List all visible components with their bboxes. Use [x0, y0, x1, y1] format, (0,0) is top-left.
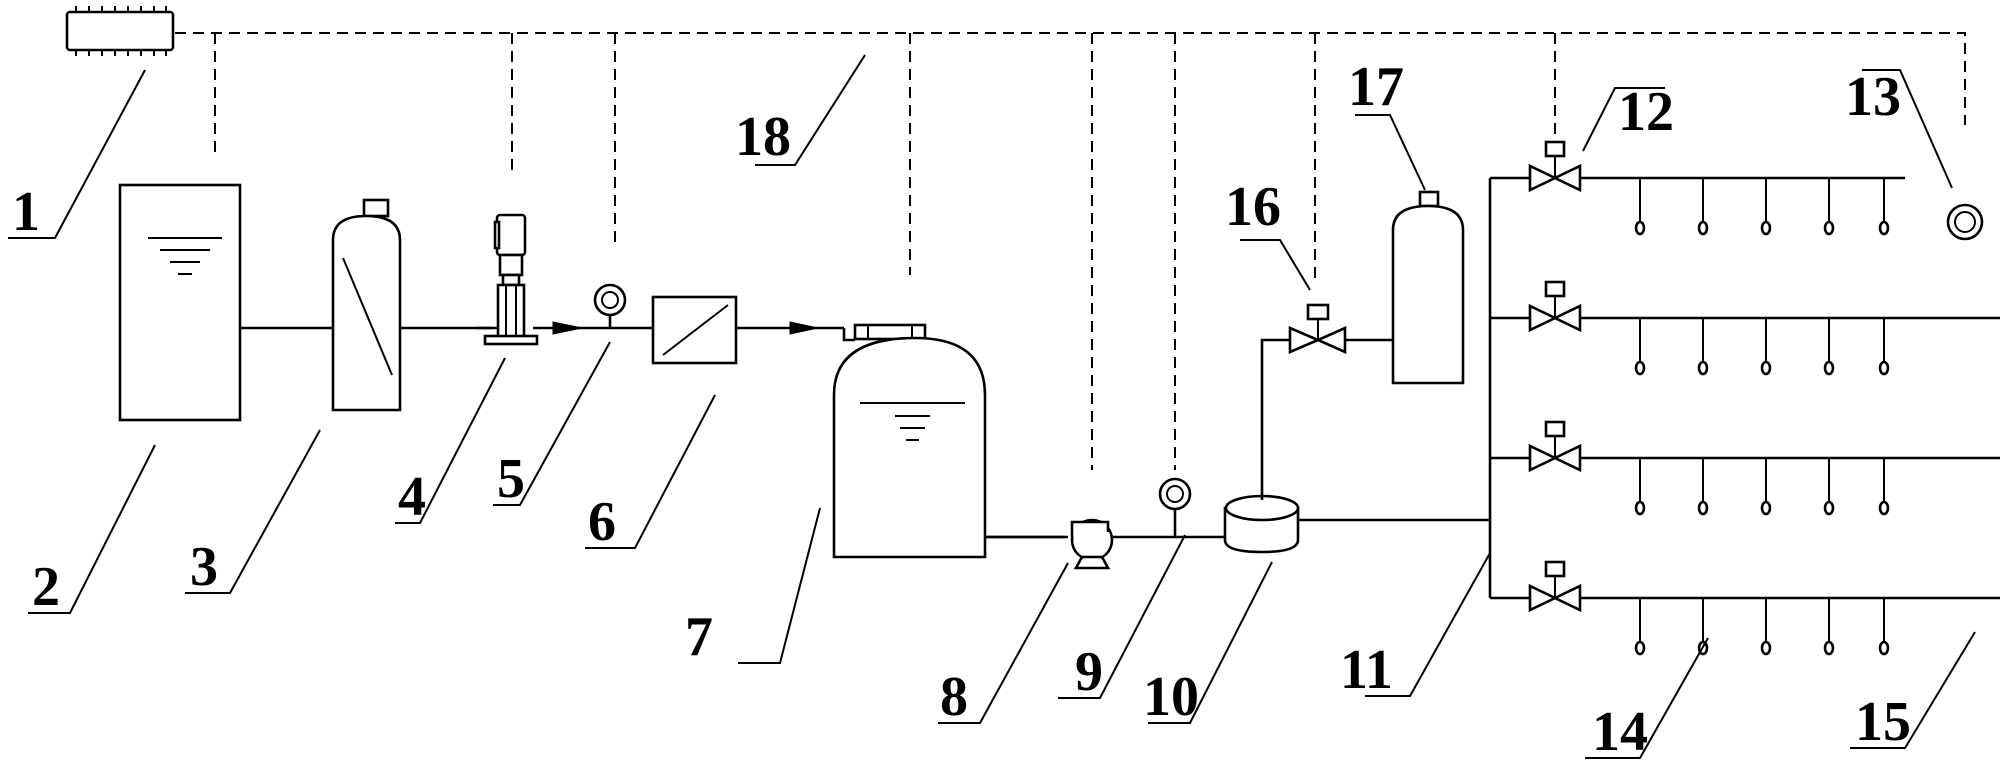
storage-tank	[832, 323, 987, 559]
label-outlet-pressure-gauge: 9	[1075, 641, 1103, 703]
drip-lateral-3	[1580, 456, 2000, 516]
leader-lines	[8, 54, 1976, 759]
label-fertilizer-mixer: 10	[1143, 666, 1199, 728]
label-drip-lateral: 14	[1592, 701, 1648, 763]
raw-water-tank	[118, 183, 242, 422]
fertilizer-solenoid-valve	[1288, 303, 1347, 355]
control-signal-lines	[175, 32, 1966, 470]
label-lateral-end: 15	[1855, 691, 1911, 753]
fertilizer-tank	[1391, 190, 1465, 385]
component-labels: 1 2 3 4 5 6 7 8 9 10 11 12 13 14 15 16 1…	[12, 56, 1911, 763]
label-controller: 1	[12, 181, 40, 243]
label-booster-pump: 4	[398, 466, 426, 528]
check-valve-arrow-2	[789, 321, 819, 335]
membrane-filter	[651, 295, 738, 365]
label-raw-water-tank: 2	[32, 556, 60, 618]
pressure-gauge	[593, 283, 627, 328]
supply-pump	[985, 518, 1114, 570]
sand-filter	[331, 198, 402, 412]
label-pressure-gauge: 5	[497, 448, 525, 510]
fertilizer-mixer	[1223, 494, 1300, 554]
zone-valve-2	[1528, 280, 1582, 333]
outlet-pressure-gauge	[1158, 477, 1192, 537]
water-level-icon	[860, 402, 965, 441]
label-zone-valve: 12	[1618, 81, 1674, 143]
label-sand-filter: 3	[190, 536, 218, 598]
booster-pump	[477, 213, 539, 346]
zone-valve-1	[1528, 140, 1582, 193]
controller-pins	[75, 6, 167, 56]
distribution-manifold	[1488, 176, 1530, 600]
drip-lateral-4	[1580, 596, 2000, 656]
soil-moisture-sensor	[1946, 203, 1984, 241]
water-level-icon	[148, 237, 222, 275]
drip-lateral-2	[1580, 316, 2000, 376]
label-storage-tank: 7	[685, 606, 713, 668]
drip-lateral-1	[1580, 176, 1905, 236]
zone-valve-3	[1528, 420, 1582, 473]
label-membrane-filter: 6	[588, 491, 616, 553]
label-fertilizer-valve: 16	[1225, 176, 1281, 238]
label-control-line: 18	[735, 106, 791, 168]
label-soil-moisture-sensor: 13	[1845, 66, 1901, 128]
controller	[65, 6, 175, 56]
label-distribution-manifold: 11	[1340, 639, 1393, 701]
check-valve-arrow	[552, 321, 583, 335]
label-fertilizer-tank: 17	[1348, 56, 1404, 118]
zone-valve-4	[1528, 560, 1582, 613]
label-supply-pump: 8	[940, 666, 968, 728]
